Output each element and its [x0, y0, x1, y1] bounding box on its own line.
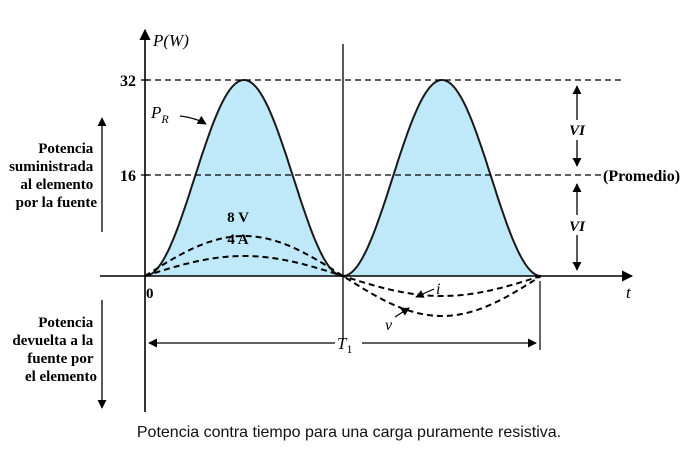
y-tick-label-16: 16: [120, 168, 136, 185]
vi-upper-label: VI: [569, 123, 586, 139]
power-label-pointer: [179, 115, 207, 125]
y-tick-label-32: 32: [120, 73, 136, 90]
current-curve-label: i: [436, 281, 440, 298]
current-label-pointer: [415, 288, 435, 298]
power-curve-fill: [145, 80, 541, 276]
vi-upper-label-bg: [564, 120, 590, 140]
voltage-label-pointer: [394, 307, 410, 318]
figure-caption: Potencia contra tiempo para una carga pu…: [136, 424, 562, 441]
returned-text: Potencia devuelta a la fuente por el ele…: [12, 315, 97, 385]
average-label: (Promedio): [603, 168, 680, 185]
supplied-text: Potencia suministrada al elemento por la…: [9, 141, 97, 211]
voltage-curve-label: v: [385, 317, 393, 334]
x-axis-label: t: [626, 283, 632, 302]
vi-lower-label-bg: [564, 215, 590, 235]
period-label: T1: [337, 334, 352, 356]
current-peak-label: 4 A: [227, 232, 248, 248]
vi-lower-label: VI: [569, 219, 586, 235]
voltage-peak-label: 8 V: [227, 210, 249, 226]
y-axis-label: P(W): [152, 31, 189, 50]
origin-label: 0: [146, 286, 154, 302]
power-curve-label: PR: [150, 103, 169, 126]
voltage-curve: [144, 235, 542, 317]
